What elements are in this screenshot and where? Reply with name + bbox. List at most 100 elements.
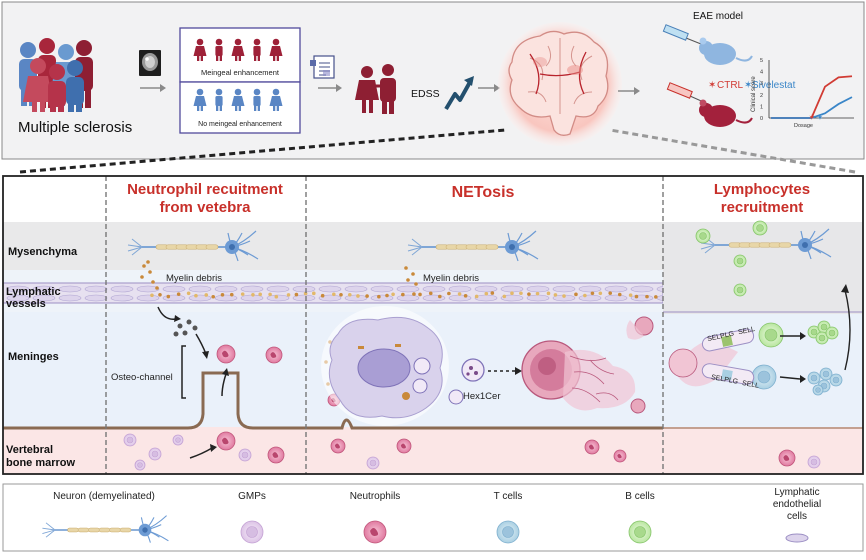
neuron-nucleus (229, 244, 235, 250)
neuron-terminal (700, 244, 716, 250)
person-icon-leg (254, 105, 257, 111)
vessel-endothelial-cell (422, 285, 446, 293)
neutrophil-cell (584, 439, 600, 455)
neutrophil-cell (396, 438, 412, 454)
layer-meninges: Meninges (8, 351, 59, 363)
person-icon-body (215, 96, 223, 106)
person-icon-body (215, 46, 223, 56)
person-icon-leg (273, 55, 276, 61)
debris-dot (428, 291, 433, 296)
person-icon-leg (273, 105, 276, 111)
chart-y-tick: 4 (760, 70, 763, 76)
neutrophil-nucleus (783, 455, 790, 461)
gmp-cell-nucleus (241, 451, 249, 459)
couple-icon (355, 64, 396, 114)
vessel-endothelial-cell (240, 285, 264, 293)
vessel-endothelial-cell (448, 285, 472, 293)
neuron-icon (407, 230, 539, 262)
person-icon-body (269, 96, 283, 106)
gmp-cell-nucleus (810, 458, 818, 466)
neuron-terminal (131, 238, 143, 248)
debris-dot (155, 286, 159, 290)
person-icon-leg (235, 55, 238, 61)
myelin-segment (67, 527, 79, 533)
debris-dot (274, 294, 279, 299)
vessel-endothelial-cell (292, 294, 316, 302)
neutrophil-cell (330, 438, 346, 454)
debris-dot (312, 291, 316, 296)
neuron-terminal (704, 244, 716, 254)
debris-dot (365, 294, 369, 298)
t-cell (496, 520, 520, 544)
gmp-cell-nucleus (246, 526, 258, 538)
debris-dot (617, 292, 622, 297)
t-cell-nucleus (832, 376, 840, 384)
person-icon-leg (219, 105, 222, 111)
vessel-endothelial-cell (110, 294, 134, 302)
vessel-endothelial-cell (32, 294, 56, 302)
vessel-endothelial-cell (578, 285, 602, 293)
legend-lec-label-line3: cells (787, 511, 807, 522)
neutrophil-nucleus (400, 443, 406, 449)
vessel-endothelial-cell (6, 294, 30, 302)
debris-dot (590, 291, 595, 296)
gmp-cell-nucleus (175, 437, 181, 443)
person-icon-head (253, 38, 261, 46)
neuron-terminal (42, 529, 56, 535)
neuron-terminal (411, 246, 423, 256)
b-cell-nucleus (634, 526, 646, 538)
gmp-cell-nucleus (137, 462, 143, 468)
vessel-endothelial-cell (32, 285, 56, 293)
debris-dot (535, 291, 540, 296)
vessel-endothelial-cell (266, 285, 290, 293)
b-cell-nucleus (764, 328, 778, 342)
chart-y-tick: 5 (760, 58, 763, 64)
person-icon-head (215, 88, 223, 96)
person-icon-head (234, 88, 242, 96)
neuron-terminal (45, 529, 56, 538)
legend-lec-label-line2: endothelial (773, 499, 821, 510)
t-cell-nucleus (757, 370, 771, 384)
debris-dot (474, 294, 479, 299)
person-icon-body (253, 96, 261, 106)
legend-siv-label: Sivelestat (752, 80, 796, 91)
main-panel-border (2, 175, 864, 475)
vessel-endothelial-cell (396, 294, 420, 302)
debris-dot (150, 293, 154, 298)
legend-cell-icons (240, 520, 652, 544)
section-title-recruitment-line2: from vetebra (160, 199, 252, 216)
b-cell (733, 254, 747, 268)
neutrophil-nucleus (270, 352, 277, 358)
zoom-connector (19, 128, 506, 174)
neuron-nucleus (802, 242, 808, 248)
person-icon-body (231, 96, 245, 106)
b-cell-nucleus (810, 328, 818, 336)
vessel-endothelial-cell (370, 294, 394, 302)
t-cell-nucleus (815, 387, 821, 393)
myelin-segment (98, 527, 111, 533)
legend-siv-marker: ✶ (744, 80, 752, 91)
box-top-label: Meingeal enhancement (201, 68, 280, 77)
vessel-endothelial-cell (604, 294, 628, 302)
vessel-endothelial-cell (552, 285, 576, 293)
debris-dot (176, 292, 181, 296)
neuron-terminal (131, 246, 143, 256)
debris-dot (186, 291, 191, 296)
b-cell-nucleus (736, 286, 744, 294)
report-icon (310, 55, 335, 79)
legend-tcell-label: T cells (494, 491, 523, 502)
b-cell-nucleus (818, 334, 826, 342)
gmp-cell (148, 447, 162, 461)
gmp-cell (807, 455, 821, 469)
debris-dot (251, 292, 255, 297)
legend-neuron-icon (42, 515, 169, 543)
neuron-terminal (42, 527, 56, 531)
debris-dot (457, 292, 462, 296)
debris-dot (406, 278, 410, 282)
selplg-label: SELPLG (710, 374, 738, 386)
vessel-endothelial-cell (344, 285, 368, 293)
neutrophil-nucleus (370, 528, 379, 537)
vessel-endothelial-cell (396, 285, 420, 293)
arrow-icon (140, 84, 166, 92)
